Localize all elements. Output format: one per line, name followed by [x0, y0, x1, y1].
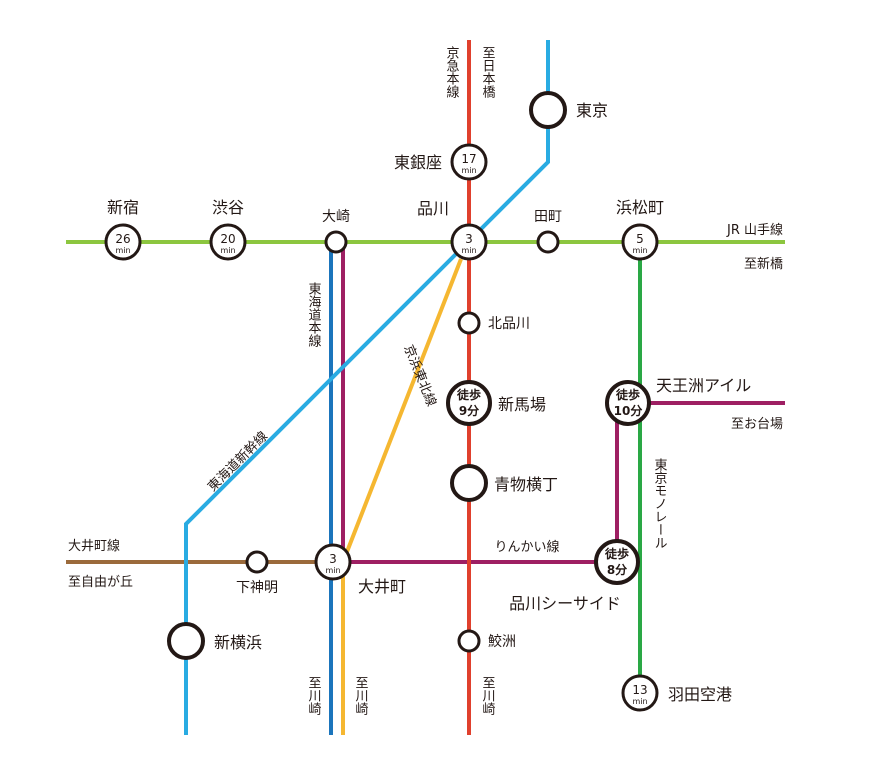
label-shibuya: 渋谷 — [212, 198, 244, 217]
station-tennozu-isle[interactable] — [605, 380, 651, 426]
station-shinjuku[interactable] — [104, 223, 142, 261]
label-yamanote-dir: 至新橋 — [744, 256, 783, 272]
station-higashi-ginza[interactable] — [450, 143, 488, 181]
label-oimachi: 大井町 — [358, 577, 406, 596]
label-monorail-dir: 至お台場 — [731, 417, 783, 432]
station-shinagawa-seaside[interactable] — [594, 539, 640, 585]
unit-higashi-ginza: min — [461, 166, 476, 175]
label-kitashinagawa: 北品川 — [488, 316, 530, 332]
unit-shinagawa: min — [461, 246, 476, 255]
unit-shinjuku: min — [115, 246, 130, 255]
label-dir-kawasaki-1: 至川崎 — [306, 676, 322, 715]
time-oimachi: 3 — [329, 552, 337, 566]
label-haneda-airport: 羽田空港 — [668, 685, 732, 704]
label-keikyu-dir: 至日本橋 — [480, 46, 496, 99]
label-tennozu-isle: 天王洲アイル — [656, 376, 751, 395]
label-dir-kawasaki-3: 至川崎 — [480, 676, 496, 715]
label-tokaido-main: 東海道本線 — [306, 281, 322, 347]
unit-hamamatsucho: min — [632, 246, 647, 255]
station-tamachi[interactable] — [536, 230, 560, 254]
label-shinagawa-seaside: 品川シーサイド — [509, 594, 621, 613]
walk-label-tennozu: 徒歩 — [615, 387, 640, 402]
label-hamamatsucho: 浜松町 — [616, 198, 664, 217]
label-rinkai: りんかい線 — [494, 539, 559, 555]
label-shinagawa: 品川 — [417, 199, 449, 218]
tokaido-shinkansen-line — [184, 40, 550, 735]
label-tokyo: 東京 — [576, 101, 608, 120]
unit-shibuya: min — [220, 246, 235, 255]
time-higashi-ginza: 17 — [461, 152, 476, 166]
label-osaki: 大崎 — [322, 209, 350, 225]
label-shinbamba: 新馬場 — [498, 395, 546, 414]
label-samezu: 鮫洲 — [488, 634, 516, 650]
station-labels: 東京 東銀座 新宿 渋谷 大崎 品川 田町 浜松町 北品川 新馬場 青物横丁 天… — [107, 101, 751, 704]
label-keikyu: 京急本線 — [444, 46, 460, 98]
label-oimachi-line: 大井町線 — [68, 538, 120, 554]
station-shin-yokohama[interactable] — [167, 622, 205, 660]
label-monorail: 東京モノレール — [652, 457, 668, 549]
station-shibuya[interactable] — [209, 223, 247, 261]
label-shinjuku: 新宿 — [107, 198, 139, 217]
time-haneda: 13 — [632, 683, 647, 697]
station-kitashinagawa[interactable] — [457, 311, 481, 335]
walk-time-seaside: 8分 — [607, 562, 627, 577]
stations: 17 min 26 min 20 min 3 min 5 min 徒歩 9分 徒… — [104, 91, 659, 712]
rinkai-line — [333, 401, 785, 564]
station-haneda-airport[interactable] — [621, 674, 659, 712]
unit-oimachi: min — [325, 566, 340, 575]
station-shinagawa[interactable] — [450, 223, 488, 261]
walk-time-tennozu: 10分 — [614, 403, 643, 418]
walk-label-seaside: 徒歩 — [604, 546, 629, 561]
label-aomono-yokocho: 青物横丁 — [494, 475, 558, 494]
station-osaki[interactable] — [324, 230, 348, 254]
label-oimachi-dir: 至自由が丘 — [68, 575, 133, 590]
station-shinbamba[interactable] — [446, 380, 492, 426]
walk-time-shinbamba: 9分 — [459, 403, 479, 418]
label-shin-yokohama: 新横浜 — [214, 633, 262, 652]
time-shinjuku: 26 — [115, 232, 130, 246]
station-hamamatsucho[interactable] — [621, 223, 659, 261]
keihin-tohoku-line — [341, 258, 463, 735]
label-shimoshinmei: 下神明 — [236, 580, 278, 596]
walk-label-shinbamba: 徒歩 — [456, 387, 481, 402]
label-tamachi: 田町 — [534, 209, 562, 225]
label-higashi-ginza: 東銀座 — [394, 153, 442, 172]
unit-haneda: min — [632, 697, 647, 706]
time-shibuya: 20 — [220, 232, 235, 246]
station-shimoshinmei[interactable] — [245, 550, 269, 574]
station-oimachi[interactable] — [314, 543, 352, 581]
label-dir-kawasaki-2: 至川崎 — [353, 676, 369, 715]
station-aomono-yokocho[interactable] — [450, 464, 488, 502]
label-yamanote: JR 山手線 — [726, 222, 783, 238]
time-shinagawa: 3 — [465, 232, 473, 246]
station-samezu[interactable] — [457, 629, 481, 653]
label-shinkansen: 東海道新幹線 — [205, 428, 271, 494]
station-tokyo[interactable] — [529, 91, 567, 129]
time-hamamatsucho: 5 — [636, 232, 644, 246]
